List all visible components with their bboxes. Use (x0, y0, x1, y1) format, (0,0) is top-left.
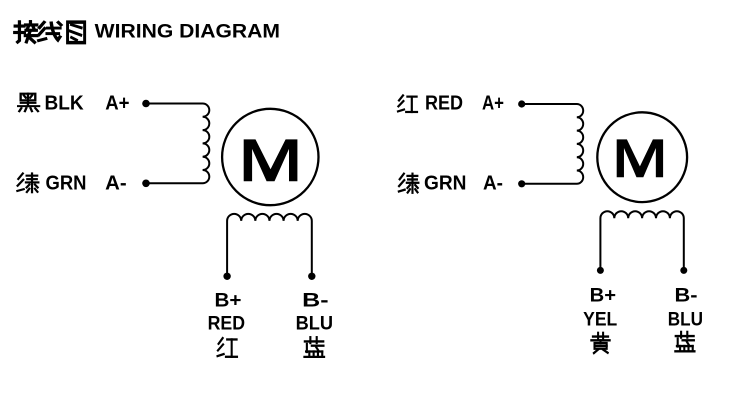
svg-text:A-: A- (483, 173, 503, 195)
svg-text:B+: B+ (590, 284, 616, 306)
svg-text:A+: A+ (105, 93, 129, 115)
svg-text:GRN: GRN (424, 173, 467, 195)
svg-text:A+: A+ (482, 93, 504, 115)
svg-text:YEL: YEL (583, 309, 617, 331)
svg-text:B-: B- (675, 284, 698, 306)
svg-text:B-: B- (302, 289, 328, 311)
svg-text:RED: RED (208, 313, 245, 335)
svg-text:RED: RED (425, 93, 463, 115)
svg-text:BLU: BLU (668, 309, 703, 331)
svg-text:WIRING DIAGRAM: WIRING DIAGRAM (95, 22, 280, 43)
svg-text:GRN: GRN (46, 173, 87, 195)
svg-text:BLU: BLU (296, 313, 333, 335)
svg-text:A-: A- (105, 173, 127, 195)
svg-text:BLK: BLK (45, 93, 85, 115)
svg-text:B+: B+ (215, 289, 242, 311)
